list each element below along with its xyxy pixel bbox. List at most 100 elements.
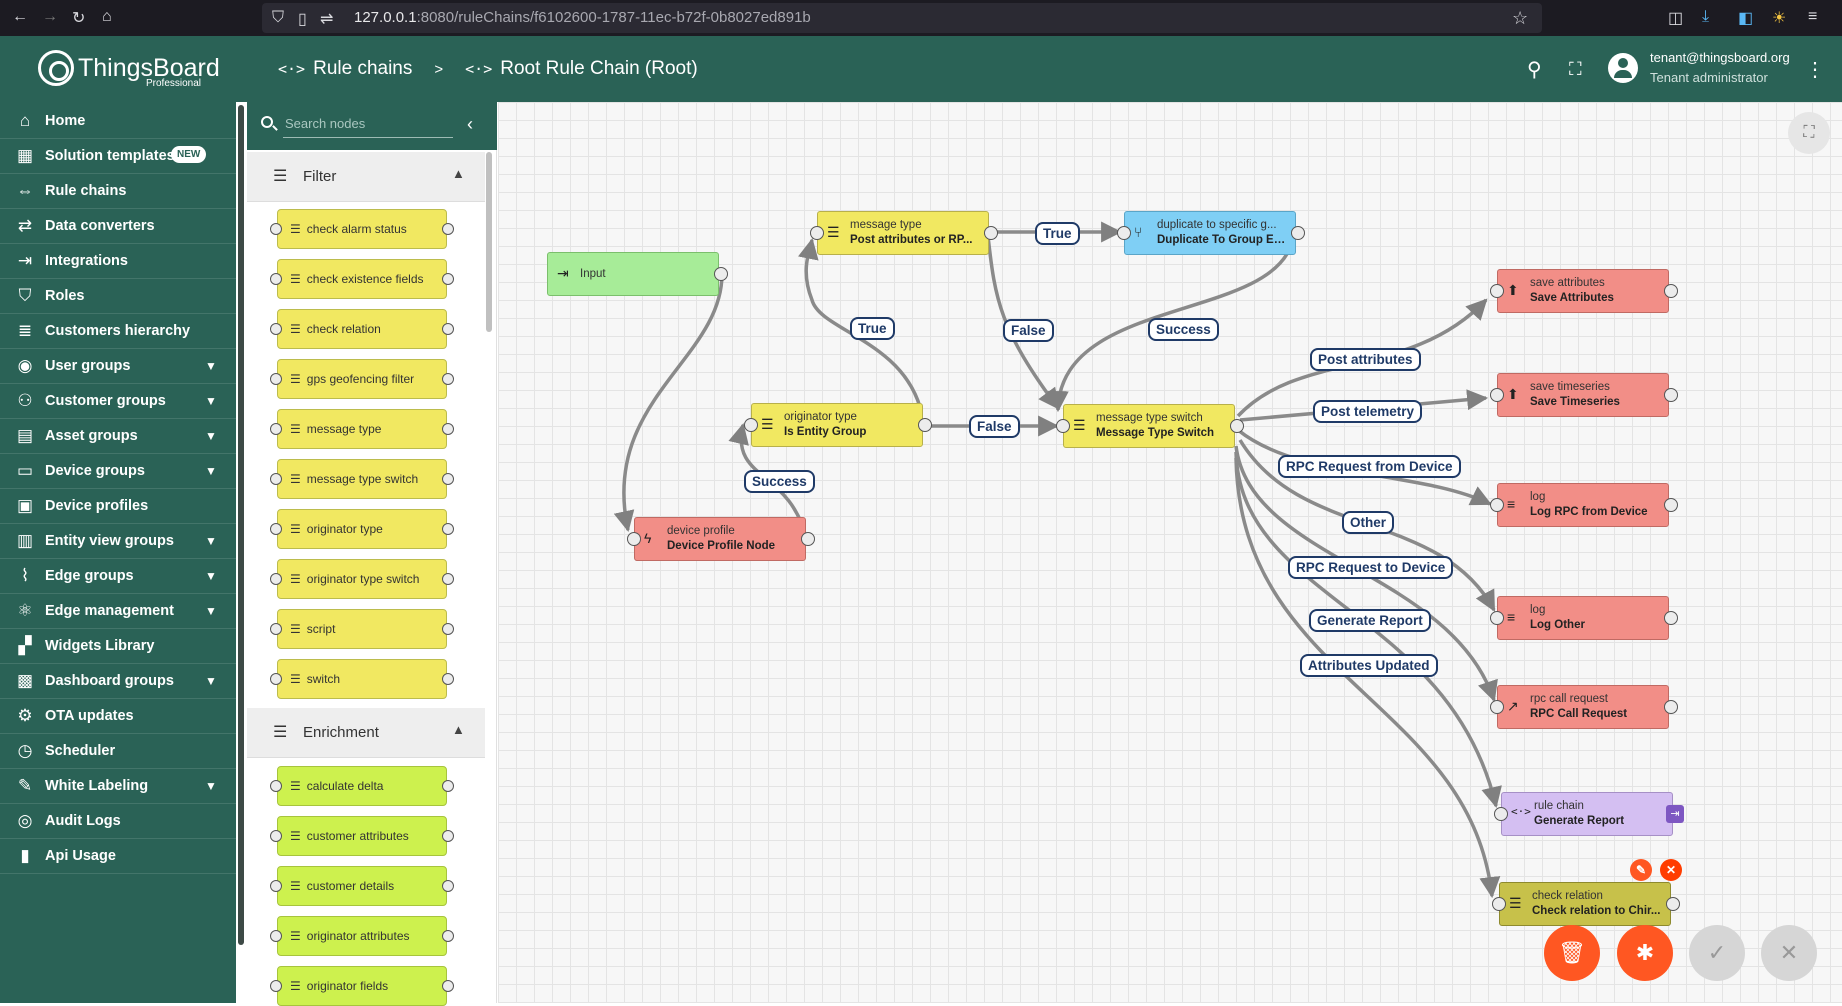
chevron-down-icon[interactable]: ▼ (205, 533, 217, 548)
rule-node-message-type[interactable]: ☰ message type Post attributes or RP... (810, 211, 998, 255)
node-out-port[interactable] (714, 267, 728, 281)
rule-node-save-timeseries[interactable]: ⬆ save timeseries Save Timeseries (1490, 373, 1678, 417)
library-node-originator-attributes[interactable]: ☰originator attributes (270, 916, 454, 956)
forward-icon[interactable]: → (42, 8, 58, 25)
node-out-port[interactable] (1664, 700, 1678, 714)
search-nodes-input[interactable] (283, 110, 453, 138)
node-out-port[interactable] (1666, 897, 1680, 911)
discard-changes-button[interactable]: ✕ (1761, 925, 1817, 981)
link-label-success[interactable]: Success (1148, 318, 1219, 341)
link-label-true[interactable]: True (1035, 222, 1080, 245)
extension-icon[interactable]: ◧ (1738, 10, 1754, 27)
node-in-port[interactable] (1494, 807, 1508, 821)
back-icon[interactable]: ← (12, 8, 28, 25)
rule-node-device-profile[interactable]: ϟ device profile Device Profile Node (627, 517, 815, 561)
sidebar-item-integrations[interactable]: ⇥Integrations (0, 243, 236, 278)
node-out-port[interactable] (1230, 419, 1244, 433)
chevron-up-icon[interactable]: ▲ (452, 166, 465, 181)
library-scrollbar[interactable] (486, 152, 492, 332)
fullscreen-icon[interactable]: ⛶ (1569, 58, 1582, 79)
rule-node-log-other[interactable]: ≡ log Log Other (1490, 596, 1678, 640)
node-in-port[interactable] (1490, 388, 1504, 402)
breadcrumb-rule-chains[interactable]: Rule chains (313, 58, 413, 79)
canvas-fullscreen-button[interactable]: ⛶ (1788, 112, 1830, 154)
library-section-header[interactable]: ☰Enrichment▲ (247, 708, 485, 758)
chevron-down-icon[interactable]: ▼ (205, 428, 217, 443)
sidebar-item-home[interactable]: ⌂Home (0, 103, 236, 138)
library-node-gps-geofencing-filter[interactable]: ☰gps geofencing filter (270, 359, 454, 399)
pocket-icon[interactable]: ◫ (1668, 10, 1684, 27)
sidebar-item-customer-groups[interactable]: ⚇Customer groups▼ (0, 383, 236, 418)
node-out-port[interactable] (984, 226, 998, 240)
collapse-library-icon[interactable]: ‹ (467, 114, 473, 134)
avatar[interactable] (1608, 53, 1638, 83)
node-out-port[interactable] (1664, 611, 1678, 625)
rule-node-input[interactable]: ⇥ Input (547, 252, 728, 296)
library-node-customer-attributes[interactable]: ☰customer attributes (270, 816, 454, 856)
sidebar-item-edge-groups[interactable]: ⌇Edge groups▼ (0, 558, 236, 593)
node-in-port[interactable] (1492, 897, 1506, 911)
node-in-port[interactable] (1117, 226, 1131, 240)
library-node-check-existence-fields[interactable]: ☰check existence fields (270, 259, 454, 299)
chevron-down-icon[interactable]: ▼ (205, 463, 217, 478)
rule-node-log-rpc[interactable]: ≡ log Log RPC from Device (1490, 483, 1678, 527)
link-label-attributes-updated[interactable]: Attributes Updated (1300, 654, 1438, 677)
link-label-true[interactable]: True (850, 317, 895, 340)
link-label-generate-report[interactable]: Generate Report (1309, 609, 1431, 632)
node-in-port[interactable] (1056, 419, 1070, 433)
rule-node-save-attributes[interactable]: ⬆ save attributes Save Attributes (1490, 269, 1678, 313)
node-in-port[interactable] (1490, 611, 1504, 625)
debug-button[interactable]: ✱ (1617, 925, 1673, 981)
more-vert-icon[interactable]: ⋮ (1805, 58, 1825, 81)
node-out-port[interactable] (1664, 284, 1678, 298)
node-in-port[interactable] (627, 532, 641, 546)
sidebar-item-device-groups[interactable]: ▭Device groups▼ (0, 453, 236, 488)
sidebar-item-widgets-library[interactable]: ▞Widgets Library (0, 628, 236, 663)
apply-changes-button[interactable]: ✓ (1689, 925, 1745, 981)
sidebar-item-audit-logs[interactable]: ◎Audit Logs (0, 803, 236, 838)
link-label-false[interactable]: False (1003, 319, 1054, 342)
chevron-down-icon[interactable]: ▼ (205, 358, 217, 373)
reload-icon[interactable]: ↻ (72, 10, 86, 27)
node-out-port[interactable] (801, 532, 815, 546)
link-label-other[interactable]: Other (1342, 511, 1395, 534)
chevron-down-icon[interactable]: ▼ (205, 778, 217, 793)
library-section-header[interactable]: ☰Filter▲ (247, 152, 485, 202)
link-label-success[interactable]: Success (744, 470, 815, 493)
node-in-port[interactable] (810, 226, 824, 240)
chevron-down-icon[interactable]: ▼ (205, 568, 217, 583)
link-label-rpc-from-device[interactable]: RPC Request from Device (1278, 455, 1461, 478)
sidebar-item-rule-chains[interactable]: ⇔Rule chains (0, 173, 236, 208)
sidebar-item-user-groups[interactable]: ◉User groups▼ (0, 348, 236, 383)
address-bar[interactable]: ⛉ ▯ ⇌ 127.0.0.1:8080/ruleChains/f6102600… (262, 3, 1542, 33)
rule-node-originator-type[interactable]: ☰ originator type Is Entity Group (744, 403, 932, 447)
home-browser-icon[interactable]: ⌂ (102, 8, 112, 25)
link-label-post-telemetry[interactable]: Post telemetry (1313, 400, 1423, 423)
rule-node-rule-chain[interactable]: <·> rule chain Generate Report ⇥ (1494, 792, 1684, 836)
sidebar-item-scheduler[interactable]: ◷Scheduler (0, 733, 236, 768)
node-out-port[interactable] (1291, 226, 1305, 240)
rule-node-duplicate[interactable]: ⑂ duplicate to specific g... Duplicate T… (1117, 211, 1305, 255)
open-rule-chain-icon[interactable]: ⇥ (1666, 805, 1684, 823)
menu-icon[interactable]: ≡ (1808, 8, 1818, 25)
chevron-down-icon[interactable]: ▼ (205, 603, 217, 618)
node-out-port[interactable] (1664, 498, 1678, 512)
sidebar-item-edge-management[interactable]: ⚛Edge management▼ (0, 593, 236, 628)
library-node-message-type-switch[interactable]: ☰message type switch (270, 459, 454, 499)
search-icon[interactable]: ⚲ (1527, 58, 1542, 81)
sidebar-item-ota-updates[interactable]: ⚙OTA updates (0, 698, 236, 733)
sun-icon[interactable]: ☀ (1772, 10, 1787, 27)
library-node-originator-type-switch[interactable]: ☰originator type switch (270, 559, 454, 599)
library-node-switch[interactable]: ☰switch (270, 659, 454, 699)
sidebar-item-customers-hierarchy[interactable]: ≣Customers hierarchy (0, 313, 236, 348)
sidebar-item-asset-groups[interactable]: ▤Asset groups▼ (0, 418, 236, 453)
bookmark-star-icon[interactable]: ☆ (1512, 8, 1529, 28)
library-node-customer-details[interactable]: ☰customer details (270, 866, 454, 906)
library-node-check-relation[interactable]: ☰check relation (270, 309, 454, 349)
node-in-port[interactable] (1490, 498, 1504, 512)
user-info[interactable]: tenant@thingsboard.org Tenant administra… (1650, 50, 1790, 85)
delete-button[interactable]: 🗑 (1544, 925, 1600, 981)
node-in-port[interactable] (1490, 284, 1504, 298)
sidebar-item-data-converters[interactable]: ⇄Data converters (0, 208, 236, 243)
